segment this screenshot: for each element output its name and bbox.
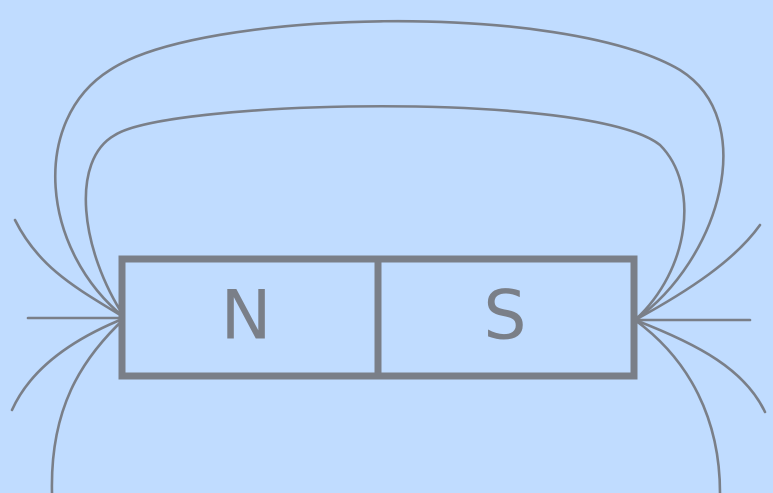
field-line-right-bottom (635, 320, 720, 493)
north-pole-label: N (221, 277, 272, 356)
field-line-left-bottom (52, 318, 125, 493)
south-pole-label: S (483, 277, 526, 356)
